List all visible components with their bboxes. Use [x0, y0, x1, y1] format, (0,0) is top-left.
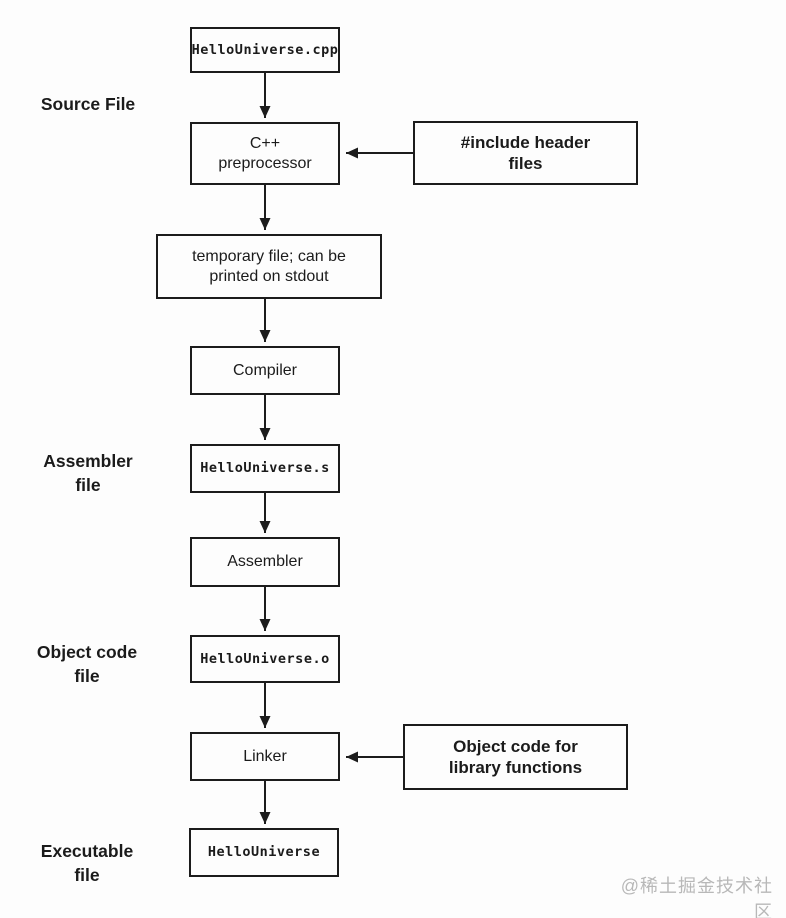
label-assembler-file: Assembler file [43, 451, 133, 495]
node-preprocessor: C++ preprocessor [190, 122, 340, 185]
annotation-include-headers: #include header files [413, 121, 638, 185]
node-object-file: HelloUniverse.o [190, 635, 340, 683]
node-assembly-file: HelloUniverse.s [190, 444, 340, 493]
node-source-file: HelloUniverse.cpp [190, 27, 340, 73]
node-assembler: Assembler [190, 537, 340, 587]
node-linker: Linker [190, 732, 340, 781]
annotation-library-object-code: Object code for library functions [403, 724, 628, 790]
watermark: @稀土掘金技术社区 [620, 876, 773, 918]
node-executable: HelloUniverse [189, 828, 339, 877]
label-source-file: Source File [40, 94, 136, 114]
label-executable-file: Executable file [40, 841, 134, 885]
label-object-code-file: Object code file [36, 642, 138, 686]
node-compiler: Compiler [190, 346, 340, 395]
node-temp-file: temporary file; can be printed on stdout [156, 234, 382, 299]
